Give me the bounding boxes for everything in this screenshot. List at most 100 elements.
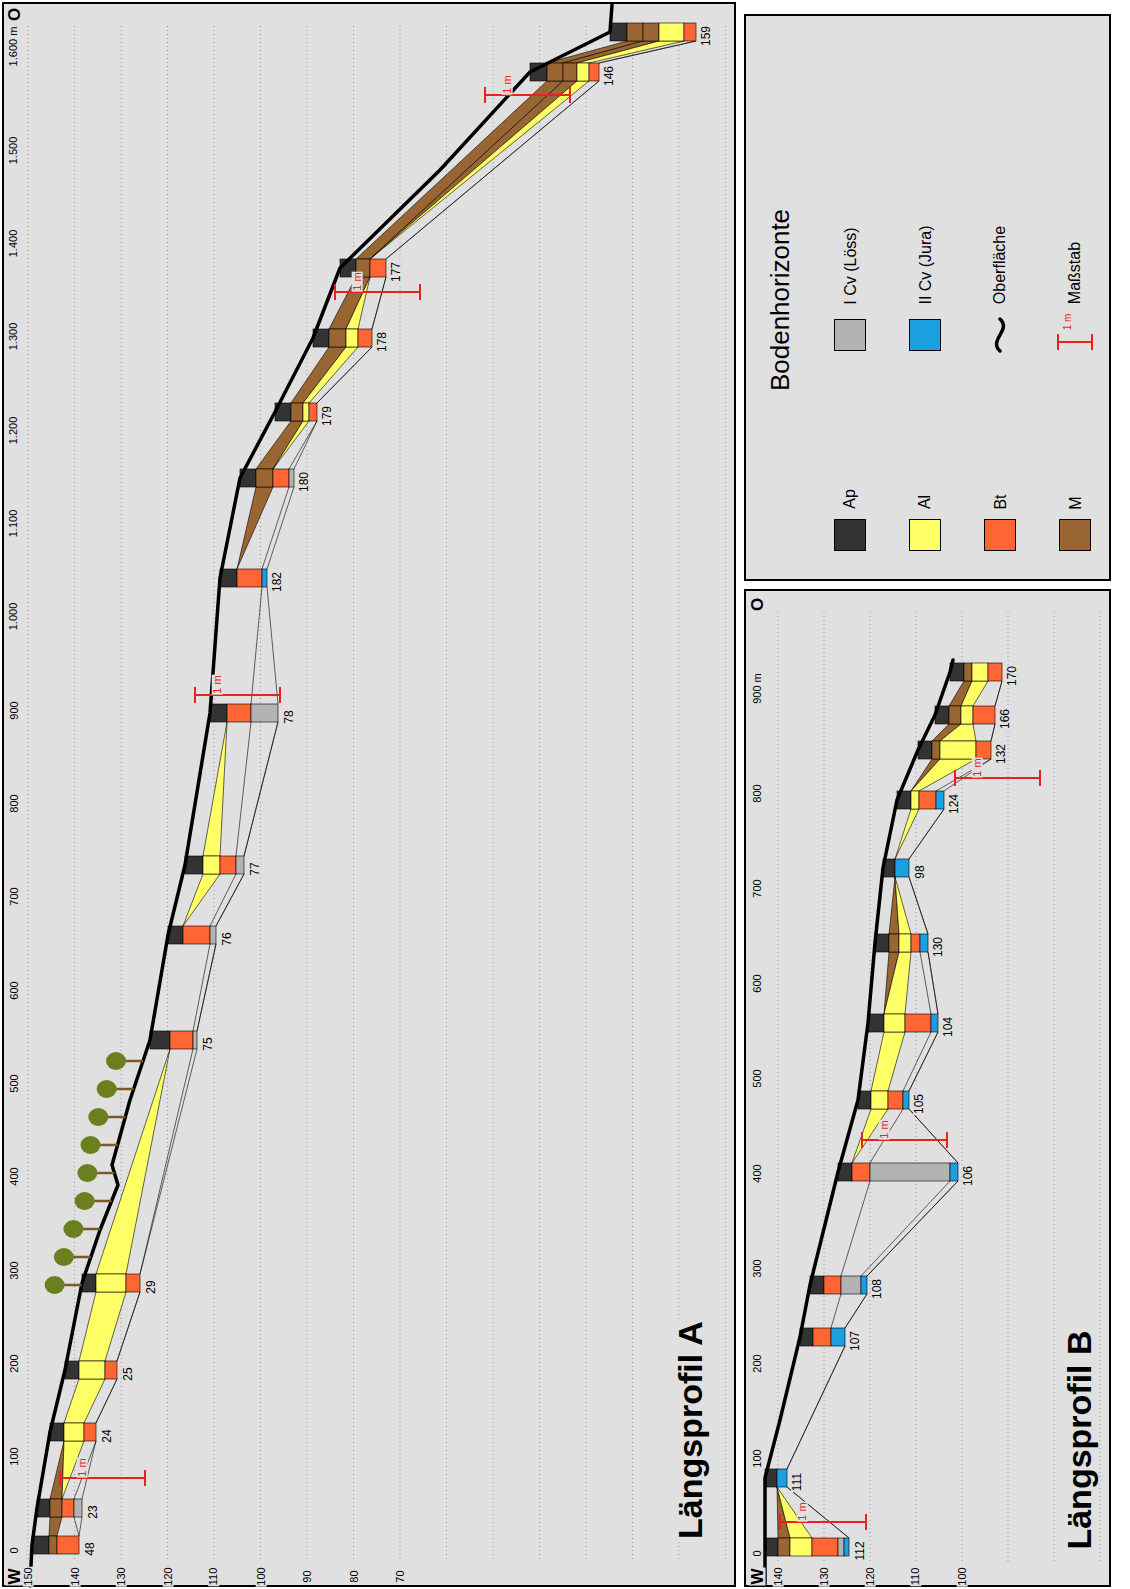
soil-profile-column [838,1538,844,1556]
profile-number: 159 [700,25,712,47]
soil-profile-column [289,469,294,487]
grid-line [725,26,726,1562]
horizon-boundary [197,944,216,1031]
soil-profile-column [950,1163,958,1181]
soil-profile-column [824,1276,841,1294]
horizon-band [356,81,563,259]
grid-line [307,26,308,1562]
profile-number: 146 [603,65,615,87]
horizon-boundary [787,1487,849,1538]
horizon-boundary [372,277,386,329]
soil-profile-column [920,934,928,952]
distance-tick: 100 [752,1448,763,1468]
horizon-band [291,347,346,403]
soil-profile-column [765,1538,778,1556]
soil-profile-column [62,1499,74,1517]
profile-number: 166 [999,708,1011,730]
soil-profile-column [610,23,627,41]
soil-profile-column [888,1091,903,1109]
tree-crown [77,1164,97,1182]
scale-bar [1039,770,1041,786]
soil-profile-column [949,706,961,724]
legend-swatch [834,519,866,551]
horizon-boundary [236,722,251,856]
profile-number: 29 [144,1279,156,1294]
scale-bar [334,284,336,300]
soil-profile-column [210,926,216,944]
horizon-boundary [96,1379,117,1423]
horizon-boundary [267,587,278,704]
grid-line [1100,612,1101,1562]
profile-number: 24 [100,1428,112,1443]
horizon-boundary [262,487,289,569]
soil-profile-column [895,859,909,877]
horizon-boundary [317,347,372,403]
distance-tick: 300 [752,1258,763,1278]
horizon-band [49,1517,62,1536]
horizon-boundary [787,1487,849,1538]
horizon-boundary [909,809,944,859]
soil-profile-column [868,1014,884,1032]
soil-profile-column [74,1499,82,1517]
profile-number: 111 [791,1472,803,1492]
surface-line [30,5,612,1586]
distance-tick: 900 m [751,672,762,705]
soil-profile-column [150,1031,170,1049]
horizon-boundary [140,1049,197,1274]
soil-profile-column [329,329,346,347]
profile-number: 112 [853,1540,865,1561]
profile-number: 98 [913,864,925,879]
soil-profile-column [911,791,919,809]
distance-tick: 1.000 [8,602,19,632]
horizon-boundary [74,1517,79,1536]
horizon-boundary [845,1294,867,1328]
legend-swatch [909,519,941,551]
profile-number: 105 [913,1093,925,1115]
distance-tick: 0 [9,1546,20,1554]
soil-profile-column [577,63,589,81]
profile-number: 180 [298,471,310,493]
tree-crown [54,1248,74,1266]
horizon-band [940,724,976,741]
soil-profile-column [852,1163,870,1181]
horizon-boundary [140,1049,193,1274]
soil-profile-column [203,856,220,874]
horizon-boundary [197,944,216,1031]
distance-tick: 400 [752,1163,763,1183]
grid-line [446,26,447,1562]
grid-line [1008,612,1009,1562]
horizon-boundary [267,487,294,569]
elevation-tick: 130 [819,1566,830,1586]
grid-line [1054,612,1055,1562]
elevation-tick: 90 [302,1569,313,1583]
horizon-boundary [599,41,696,63]
distance-tick: 900 [9,700,20,720]
soil-profile-column [870,1163,950,1181]
soil-profile-column [96,1274,126,1292]
scale-bar [194,687,196,703]
distance-tick: 600 [752,973,763,993]
horizon-boundary [386,81,599,259]
horizon-boundary [210,874,236,926]
scale-bar [1057,334,1059,350]
elevation-tick: 150 [23,1566,34,1586]
horizon-boundary [909,1032,938,1091]
soil-profile-column [889,934,899,952]
scale-bar [484,87,486,103]
horizon-boundary [909,877,928,934]
distance-tick: 1.400 [8,229,19,259]
horizon-band [577,41,684,63]
legend-swatch [909,319,941,351]
horizon-band [370,81,589,259]
elevation-tick: 110 [208,1566,219,1586]
tree-crown [106,1052,126,1070]
profile-number: 124 [948,793,960,815]
legend-text: Al [917,494,933,510]
legend-swatch [1059,519,1091,551]
panel-b-frame [745,590,1110,1586]
horizon-boundary [870,1109,903,1163]
soil-profile-column [790,1538,812,1556]
distance-tick: 0 [752,1549,763,1557]
horizon-boundary [193,944,210,1031]
compass-label: O [6,6,23,21]
